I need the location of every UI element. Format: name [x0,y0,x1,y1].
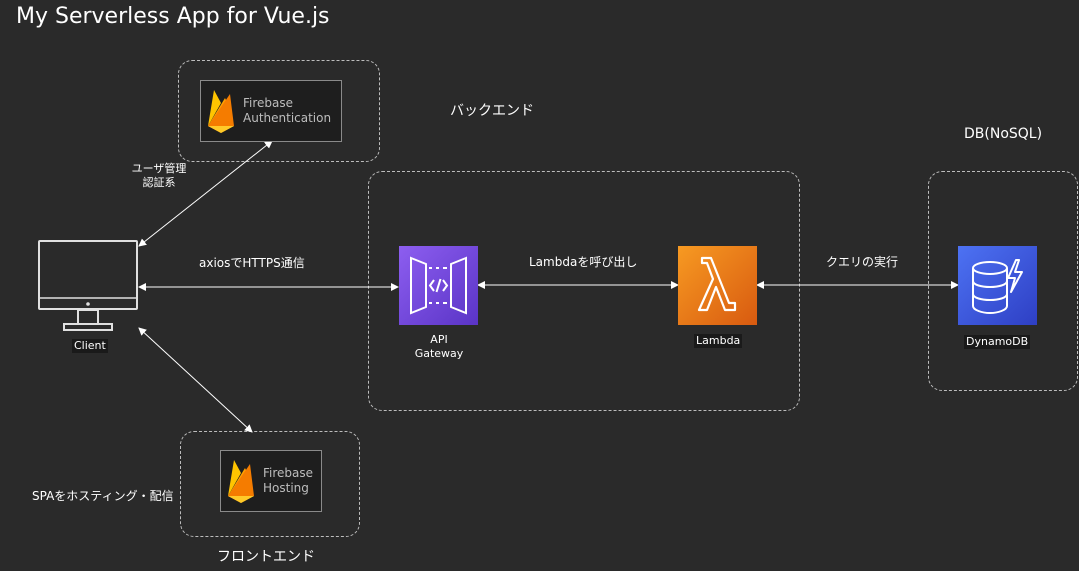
db-label: DB(NoSQL) [964,126,1043,142]
lambda-node[interactable] [678,246,757,325]
firebase-flame-icon [208,90,234,133]
firebase-auth-label: Firebase Authentication [243,96,332,125]
api-gateway-node[interactable] [399,246,478,325]
firebase-hosting-label: Firebase Hosting [263,466,314,495]
monitor-icon [38,240,138,331]
firebase-auth-node[interactable]: Firebase Authentication [200,80,342,142]
firebase-flame-icon [228,460,254,503]
edge-client-auth [138,140,273,247]
edge-label-lambda-db: クエリの実行 [826,255,899,269]
frontend-label: フロントエンド [217,549,315,565]
edge-label-api-lambda: Lambdaを呼び出し [529,255,638,269]
client-label: Client [72,339,108,353]
edge-label-client-api: axiosでHTTPS通信 [199,256,305,270]
api-gateway-icon [410,256,467,315]
api-gateway-label: API Gateway [414,333,464,360]
dynamodb-icon [972,259,1023,315]
lambda-icon [697,256,737,312]
client-node[interactable] [38,240,138,332]
diagram-title: My Serverless App for Vue.js [16,4,330,29]
dynamodb-label: DynamoDB [964,335,1031,349]
group-backend [368,171,800,411]
backend-label: バックエンド [450,103,534,119]
group-firebase-auth [178,60,380,162]
group-frontend [180,431,360,537]
lambda-label: Lambda [694,334,743,348]
edge-label-client-hosting: SPAをホスティング・配信 [32,489,174,503]
edge-label-client-auth: ユーザ管理 認証系 [131,162,187,189]
dynamodb-node[interactable] [958,246,1037,325]
edge-client-hosting [138,327,253,433]
firebase-hosting-node[interactable]: Firebase Hosting [220,450,322,512]
